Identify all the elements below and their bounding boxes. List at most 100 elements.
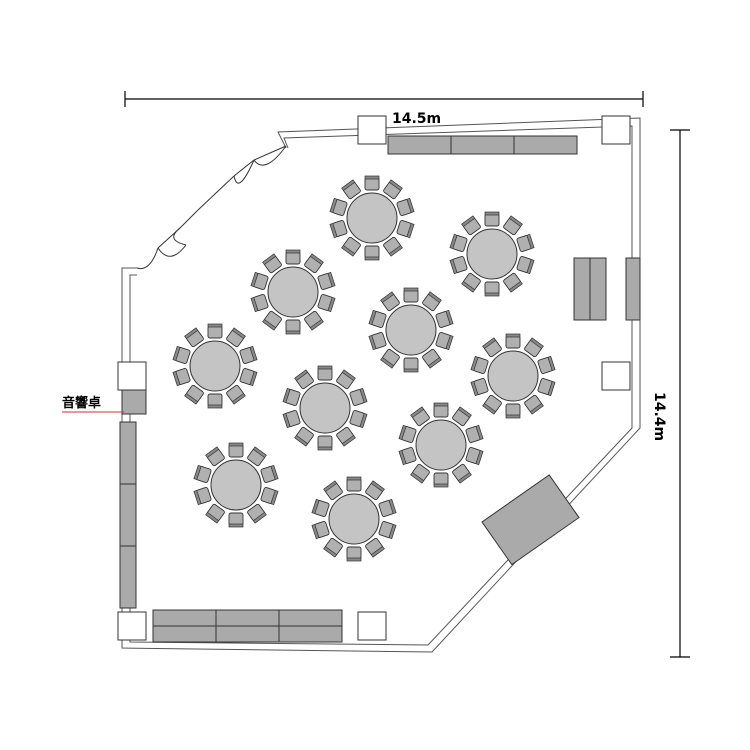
chair — [380, 348, 400, 369]
chair — [537, 378, 556, 397]
chair — [184, 327, 204, 348]
pillar-top-left — [357, 115, 387, 145]
chair — [349, 410, 368, 429]
chair — [205, 446, 225, 467]
chair — [250, 294, 269, 313]
round-table-top — [299, 382, 351, 434]
chair — [524, 337, 544, 358]
chair — [346, 546, 362, 562]
round-table-9 — [193, 442, 279, 528]
chair — [323, 537, 343, 558]
chair — [482, 394, 502, 415]
chair — [524, 394, 544, 415]
round-table-top — [487, 350, 539, 402]
chair — [537, 355, 556, 374]
chair — [403, 357, 419, 373]
chair — [250, 271, 269, 290]
chair — [205, 503, 225, 524]
chair — [336, 426, 356, 447]
chair — [226, 384, 246, 405]
chair — [311, 521, 330, 540]
chair — [228, 442, 244, 458]
round-table-1 — [329, 175, 415, 261]
chair — [304, 310, 324, 331]
chair — [470, 355, 489, 374]
chair — [294, 426, 314, 447]
chair — [207, 323, 223, 339]
chair — [465, 424, 484, 443]
chair — [282, 410, 301, 429]
chair — [383, 236, 403, 257]
width-label: 14.5m — [392, 111, 441, 127]
pillars — [117, 115, 631, 641]
chair — [184, 384, 204, 405]
chair — [317, 271, 336, 290]
round-table-top — [385, 304, 437, 356]
pillar-right — [601, 361, 631, 391]
chair — [323, 480, 343, 501]
round-table-top — [267, 266, 319, 318]
chair — [239, 345, 258, 364]
chair — [435, 309, 454, 328]
chair — [317, 435, 333, 451]
chair — [349, 387, 368, 406]
pillar-bottom-left — [117, 611, 147, 641]
chair — [262, 253, 282, 274]
round-table-10 — [311, 476, 397, 562]
chair — [364, 245, 380, 261]
chair — [341, 179, 361, 200]
chair — [193, 487, 212, 506]
round-table-6 — [470, 333, 556, 419]
round-table-top — [346, 192, 398, 244]
chair — [465, 447, 484, 466]
round-table-top — [189, 340, 241, 392]
chair — [329, 197, 348, 216]
chair — [172, 345, 191, 364]
round-table-top — [210, 459, 262, 511]
chair — [364, 175, 380, 191]
chair — [226, 327, 246, 348]
chair — [260, 487, 279, 506]
chair — [317, 365, 333, 381]
chair — [484, 211, 500, 227]
chair — [396, 197, 415, 216]
chair — [207, 393, 223, 409]
chair — [368, 332, 387, 351]
pillar-left — [117, 361, 147, 391]
chair — [378, 498, 397, 517]
height-label: 14.4m — [651, 392, 667, 441]
chair — [470, 378, 489, 397]
chair — [403, 287, 419, 303]
chair — [422, 291, 442, 312]
chair — [247, 446, 267, 467]
chair — [516, 256, 535, 275]
chair — [247, 503, 267, 524]
round-table-4 — [368, 287, 454, 373]
chair — [398, 447, 417, 466]
chair — [461, 215, 481, 236]
chair — [482, 337, 502, 358]
long-tables — [119, 135, 641, 643]
chair — [228, 512, 244, 528]
chair — [285, 249, 301, 265]
chair — [433, 472, 449, 488]
chair — [262, 310, 282, 331]
round-table-3 — [250, 249, 336, 335]
chair — [285, 319, 301, 335]
chair — [317, 294, 336, 313]
pillar-top-right — [601, 115, 631, 145]
door-left — [136, 175, 235, 270]
chair — [449, 256, 468, 275]
round-table-top — [466, 228, 518, 280]
pillar-bottom-mid — [357, 611, 387, 641]
round-table-top — [328, 493, 380, 545]
chair — [368, 309, 387, 328]
chair — [365, 480, 385, 501]
sound-desk: 音響卓 — [62, 389, 147, 415]
chair — [433, 402, 449, 418]
chair — [398, 424, 417, 443]
chair — [239, 368, 258, 387]
round-table-8 — [398, 402, 484, 488]
chair — [410, 463, 430, 484]
